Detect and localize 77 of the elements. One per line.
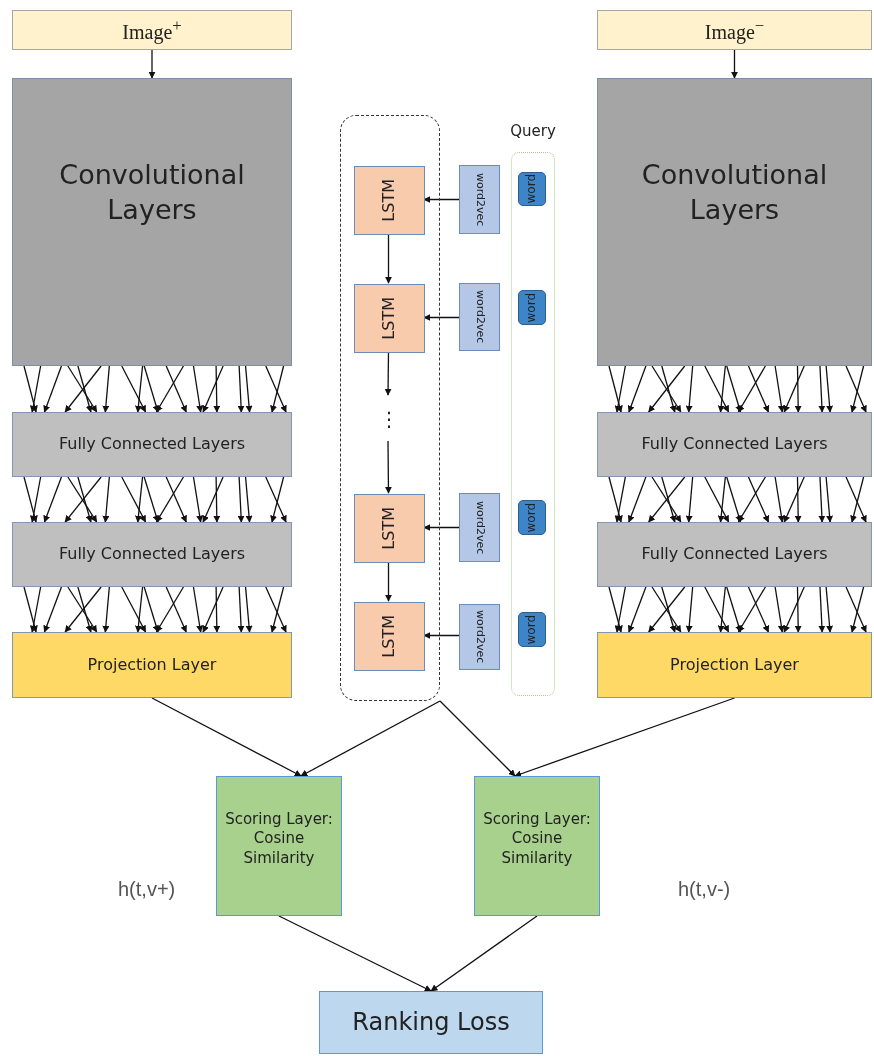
lstm-label: LSTM [379,615,400,658]
word2vec-label: word2vec [472,610,487,664]
score-function-label: h(t,v-) [678,878,731,901]
input-label: Image$^{+}$ [122,15,182,45]
lstm-group-frame [340,115,440,701]
word-token [518,290,546,325]
arrow [514,697,736,778]
word2vec-box [459,604,500,670]
loss-box [319,991,543,1054]
layer-label: Scoring Layer: Cosine Similarity [224,809,334,869]
layer-label: Projection Layer [87,654,217,676]
conv-layer-block [12,78,292,366]
input-label: Image$^{−}$ [704,15,765,45]
arrow [423,314,460,321]
word2vec-box [459,165,500,234]
arrow [423,632,460,639]
word2vec-label: word2vec [472,290,487,344]
query-heading: Query [510,122,556,142]
arrow [151,697,302,777]
lstm-label: LSTM [379,507,400,550]
word-token [518,172,546,206]
arrow [423,524,460,531]
score-function-label: h(t,v+) [118,878,176,901]
connection-arrows [23,586,287,633]
arrow [430,915,538,992]
arrow [148,49,156,79]
fc-layer-box [12,522,292,587]
lstm-label: LSTM [379,297,400,340]
layer-label: Fully Connected Layers [58,544,246,565]
layer-label: Fully Connected Layers [58,434,246,455]
lstm-cell [354,284,425,353]
fc-layer-box [597,412,872,477]
arrow [385,561,392,602]
arrow [385,233,392,284]
arrow [278,915,432,992]
arrow [731,49,738,79]
lstm-cell [354,602,425,671]
arrow [384,440,392,494]
layer-label: Convolutional Layers [58,157,246,227]
fc-layer-box [12,412,292,477]
connection-arrows [608,476,867,523]
arrow [439,700,516,777]
input-box [12,10,292,50]
conv-layer-block [597,78,872,366]
word-label: word [524,292,540,323]
input-box [597,10,872,50]
scoring-layer-box [474,776,600,916]
layer-label: Projection Layer [670,654,799,676]
connection-arrows [23,476,287,523]
layer-label: Convolutional Layers [640,157,829,227]
layer-label: Fully Connected Layers [641,434,828,455]
word-label: word [524,614,540,645]
layer-label: Fully Connected Layers [641,544,828,565]
projection-layer-box [12,632,292,698]
word2vec-box [459,493,500,562]
word-label: word [524,174,540,204]
layer-label: Scoring Layer: Cosine Similarity [482,809,592,869]
word-label: word [524,502,540,533]
fc-layer-box [597,522,872,587]
arrow [384,351,392,396]
word2vec-label: word2vec [472,500,487,555]
word-token [518,612,546,647]
ellipsis-text: ⋮ [379,409,399,429]
lstm-label: LSTM [379,179,400,222]
arrow [423,196,460,203]
connection-arrows [608,586,867,633]
layer-label: Ranking Loss [352,1006,510,1038]
projection-layer-box [597,632,872,698]
lstm-cell [354,494,425,563]
word-token [518,500,546,535]
lstm-cell [354,166,425,235]
scoring-layer-box [216,776,342,916]
arrow [300,700,441,777]
connection-arrows [608,365,867,413]
connection-arrows [23,365,287,413]
word2vec-box [459,283,500,351]
word2vec-label: word2vec [472,172,487,227]
